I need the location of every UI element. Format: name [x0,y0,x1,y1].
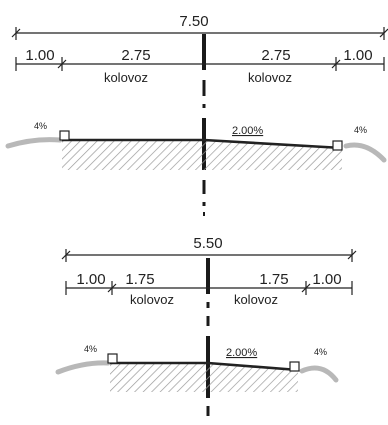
lane-name-right-1: kolovoz [248,70,292,85]
center-axis [202,34,210,416]
verge-slope-left-2: 4% [84,344,97,354]
lane-name-left-1: kolovoz [104,70,148,85]
shoulder-right-label-1: 1.00 [343,47,372,64]
lane-name-left-2: kolovoz [130,292,174,307]
pavement-1 [5,130,387,170]
shoulder-right-label-2: 1.00 [312,271,341,288]
lane-name-right-2: kolovoz [234,292,278,307]
verge-slope-right-2: 4% [314,347,327,357]
cross-section-2: 5.50 1.00 1.75 1.75 1.00 kolovoz kolovoz… [55,235,357,392]
shoulder-left-label-1: 1.00 [25,47,54,64]
shoulder-left-label-2: 1.00 [76,271,105,288]
total-width-label-1: 7.50 [179,13,208,30]
pavement-2 [55,353,339,392]
lane-right-label-2: 1.75 [259,271,288,288]
verge-slope-left-1: 4% [34,121,47,131]
lane-right-label-1: 2.75 [261,47,290,64]
cross-section-1: 7.50 1.00 2.75 2.75 1.00 kolovoz kolovoz… [5,13,388,170]
cross-slope-label-1: 2.00% [232,125,263,137]
verge-slope-right-1: 4% [354,125,367,135]
cross-slope-label-2: 2.00% [226,347,257,359]
lane-left-label-1: 2.75 [121,47,150,64]
lane-left-label-2: 1.75 [125,271,154,288]
dimension-line-parts-1 [15,57,385,71]
dimension-line-total-2 [61,249,357,262]
dimension-line-total-1 [11,27,388,40]
dimension-line-parts-2 [65,281,353,295]
total-width-label-2: 5.50 [193,235,222,252]
